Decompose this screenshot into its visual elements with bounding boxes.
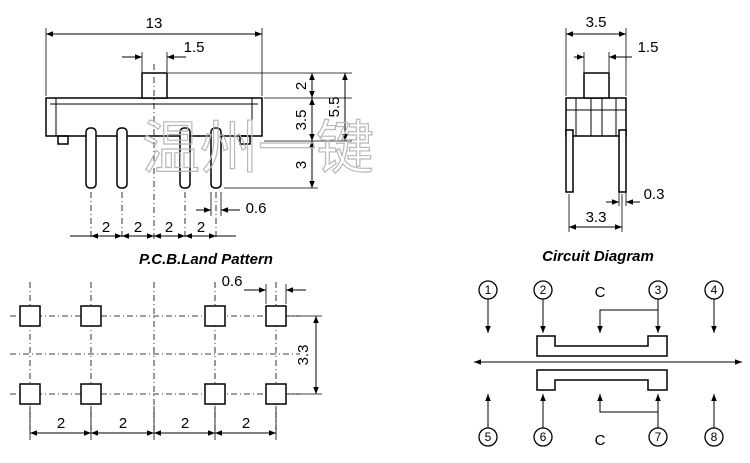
pcb-pad <box>265 305 287 327</box>
dim-pitch: 2 <box>165 219 173 236</box>
watermark: 温州一键 <box>142 114 374 182</box>
pin-number: 5 <box>485 430 492 444</box>
pin-number: 1 <box>485 283 492 297</box>
dim-pcb-pitch: 2 <box>57 415 65 432</box>
pin <box>179 127 191 189</box>
common-label-bottom: C <box>595 432 606 449</box>
pcb-pad <box>19 383 41 405</box>
dim-end-width: 3.5 <box>586 14 607 31</box>
dim-pad-width: 0.6 <box>222 273 243 290</box>
pcb-pad <box>265 383 287 405</box>
contact-bar-top <box>536 335 668 357</box>
dim-pin-gap: 0.3 <box>644 186 665 203</box>
pin-end <box>565 129 574 193</box>
dim-body-height: 3.5 <box>293 110 310 131</box>
common-label-top: C <box>595 284 606 301</box>
pcb-pad <box>204 305 226 327</box>
dim-total-height: 5.5 <box>326 97 343 118</box>
pin-number: 6 <box>540 430 547 444</box>
pcb-title: P.C.B.Land Pattern <box>139 251 273 268</box>
dim-pin-length: 3 <box>293 161 310 169</box>
switch-body-end <box>565 97 627 137</box>
pcb-pad <box>80 305 102 327</box>
dim-actuator-height: 2 <box>293 82 310 90</box>
pcb-land-pattern: 0.6 3.3 2 2 2 2 <box>10 273 322 440</box>
actuator <box>141 72 168 99</box>
pcb-pad <box>204 383 226 405</box>
pin <box>85 127 97 189</box>
side-view <box>45 28 352 240</box>
pcb-pad <box>80 383 102 405</box>
contact-bar-bottom <box>536 369 668 391</box>
end-view-labels: 3.5 1.5 0.3 3.3 <box>586 14 665 226</box>
pcb-pad <box>19 305 41 327</box>
dim-end-actuator-width: 1.5 <box>638 39 659 56</box>
dim-pitch: 2 <box>102 219 110 236</box>
dim-width: 13 <box>146 15 163 32</box>
dim-pcb-row-spacing: 3.3 <box>295 345 312 366</box>
pin <box>210 127 222 189</box>
pin-number: 3 <box>655 283 662 297</box>
dim-row-spacing: 3.3 <box>586 209 607 226</box>
pin-number: 7 <box>655 430 662 444</box>
dim-pcb-pitch: 2 <box>119 415 127 432</box>
pin <box>116 127 128 189</box>
pin-end <box>618 129 627 193</box>
pin-number: 8 <box>711 430 718 444</box>
circuit-title: Circuit Diagram <box>542 248 654 265</box>
pin-number: 4 <box>711 283 718 297</box>
circuit-labels: 1 2 3 4 5 6 7 8 C C <box>485 283 718 449</box>
dim-pcb-pitch: 2 <box>181 415 189 432</box>
dim-actuator-width: 1.5 <box>184 39 205 56</box>
circuit-diagram <box>474 280 742 447</box>
side-view-labels: 13 1.5 2 3.5 5.5 3 0.6 2 2 2 2 <box>102 15 343 236</box>
actuator-end <box>583 72 610 99</box>
pin-number: 2 <box>540 283 547 297</box>
dim-pcb-pitch: 2 <box>242 415 250 432</box>
end-view <box>565 28 640 232</box>
dim-pitch: 2 <box>197 219 205 236</box>
dim-pitch: 2 <box>134 219 142 236</box>
dim-pin-width: 0.6 <box>246 200 267 217</box>
